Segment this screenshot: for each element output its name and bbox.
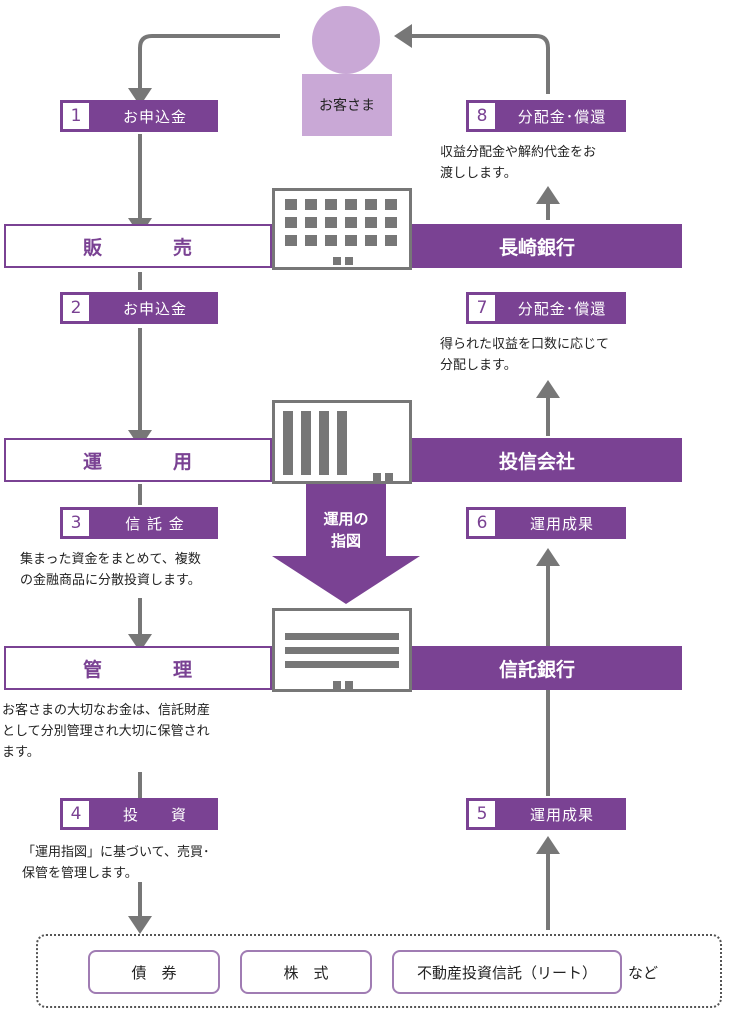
step-label: 分配金･償還: [517, 107, 607, 126]
role-char: 販: [82, 236, 103, 259]
step-label: お申込金: [122, 107, 187, 126]
note-line: 渡しします。: [440, 166, 517, 181]
management-company-building-icon: [272, 400, 412, 484]
step-number: 2: [63, 295, 89, 321]
role-label: 管理: [4, 646, 272, 690]
customer-box: お客さま: [302, 74, 392, 136]
step-2: 2 お申込金: [60, 292, 218, 324]
arrow-customer-to-step1: [138, 34, 280, 88]
role-label: 販売: [4, 224, 272, 268]
step-3: 3 信 託 金: [60, 507, 218, 539]
instruction-line: 指図: [330, 532, 361, 550]
step-6: 6 運用成果: [466, 507, 626, 539]
step-number: 7: [469, 295, 495, 321]
step3-note: 集まった資金をまとめて、複数 の金融商品に分散投資します。: [20, 549, 201, 591]
step7-note: 得られた収益を口数に応じて 分配します。: [440, 334, 609, 376]
note-line: 保管を管理します。: [22, 866, 138, 881]
asset-stocks: 株 式: [240, 950, 372, 994]
assets-suffix: など: [628, 964, 659, 982]
role-char: 売: [173, 236, 194, 259]
customer-head-shape: [312, 6, 380, 74]
asset-group-box: [36, 934, 722, 1008]
step-8: 8 分配金･償還: [466, 100, 626, 132]
instruction-line: 運用の: [323, 510, 369, 528]
note-line: 分配します。: [440, 358, 517, 373]
note-line: 得られた収益を口数に応じて: [440, 337, 610, 352]
step-label: 運用成果: [529, 514, 594, 533]
step-label: 分配金･償還: [517, 299, 607, 318]
step-5: 5 運用成果: [466, 798, 626, 830]
note-line: ます。: [2, 745, 40, 760]
customer-label: お客さま: [319, 98, 375, 114]
bank-building-icon: [272, 188, 412, 270]
kanri-note: お客さまの大切なお金は、信託財産 として分別管理され大切に保管され ます。: [2, 700, 210, 763]
note-line: 「運用指図」に基づいて、売買･: [22, 845, 210, 860]
step-number: 3: [63, 510, 89, 536]
step4-note: 「運用指図」に基づいて、売買･ 保管を管理します。: [22, 842, 209, 884]
step-label: お申込金: [122, 299, 187, 318]
trust-bank-building-icon: [272, 608, 412, 692]
role-char: 用: [173, 450, 194, 473]
step-label: 運用成果: [529, 805, 594, 824]
role-char: 理: [173, 658, 194, 681]
note-line: 収益分配金や解約代金をお: [440, 145, 597, 160]
step-4: 4 投 資: [60, 798, 218, 830]
step-number: 5: [469, 801, 495, 827]
role-label: 運用: [4, 438, 272, 482]
step-7: 7 分配金･償還: [466, 292, 626, 324]
step-number: 8: [469, 103, 495, 129]
arrow-step8-to-customer: [412, 34, 550, 94]
instruction-arrow: [272, 484, 420, 604]
note-line: として分別管理され大切に保管され: [2, 724, 210, 739]
step-number: 4: [63, 801, 89, 827]
note-line: の金融商品に分散投資します。: [20, 573, 201, 588]
note-line: 集まった資金をまとめて、複数: [20, 552, 201, 567]
asset-reit: 不動産投資信託（リート）: [392, 950, 622, 994]
role-char: 管: [82, 658, 103, 681]
instruction-label: 運用の 指図: [306, 508, 386, 552]
role-char: 運: [82, 450, 103, 473]
step-number: 1: [63, 103, 89, 129]
step-label: 投 資: [122, 805, 187, 824]
step-label: 信 託 金: [125, 514, 185, 533]
step8-note: 収益分配金や解約代金をお 渡しします。: [440, 142, 596, 184]
step-number: 6: [469, 510, 495, 536]
note-line: お客さまの大切なお金は、信託財産: [2, 703, 211, 718]
asset-bonds: 債 券: [88, 950, 220, 994]
step-1: 1 お申込金: [60, 100, 218, 132]
